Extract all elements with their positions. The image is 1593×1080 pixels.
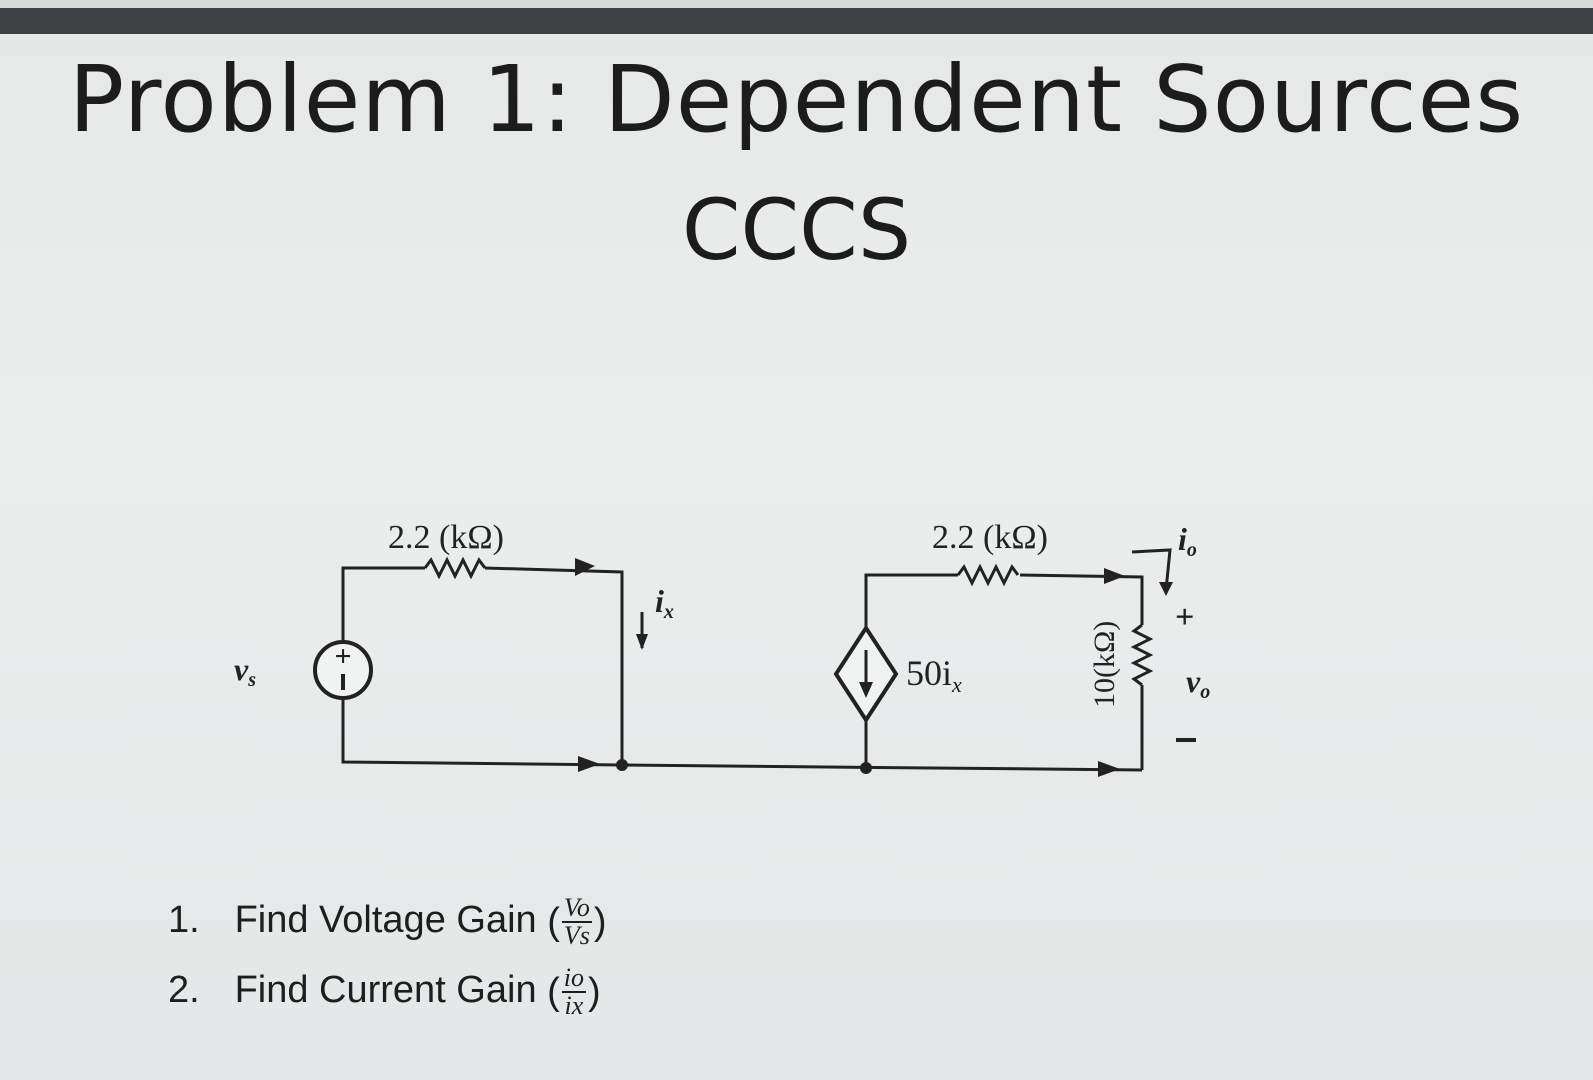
fraction-denominator: ix xyxy=(564,990,584,1020)
wire-top-right xyxy=(1019,573,1144,625)
vo-plus: + xyxy=(1175,599,1194,636)
left-loop-wire xyxy=(341,566,425,670)
vs-label: vs xyxy=(234,651,256,691)
wire-bottom xyxy=(621,763,1143,772)
slide-top-bar xyxy=(0,8,1593,34)
io-sub: o xyxy=(1187,539,1197,561)
vo-label: vo xyxy=(1186,663,1210,703)
top-edge xyxy=(0,0,1593,8)
fraction-denominator: Vs xyxy=(563,920,590,950)
slide-title: Problem 1: Dependent Sources xyxy=(68,46,1525,153)
vs-sub: s xyxy=(247,669,256,691)
wire-top-left xyxy=(484,566,624,765)
ix-arrowhead xyxy=(636,634,648,650)
question-text: Find Voltage Gain xyxy=(234,899,537,941)
node-left xyxy=(616,759,628,771)
question-text: Find Current Gain xyxy=(234,969,537,1011)
arrowhead-bottom-right xyxy=(1098,761,1120,777)
dep-arrowhead xyxy=(859,682,873,698)
io-arrowhead xyxy=(1159,582,1173,596)
vo-sub: o xyxy=(1200,681,1210,703)
slide-subtitle: CCCS xyxy=(681,181,912,279)
r2-label: 2.2 (kΩ) xyxy=(932,519,1048,556)
fraction-numerator: io xyxy=(561,962,587,993)
source-plus: + xyxy=(334,640,351,673)
node-mid xyxy=(860,762,872,774)
ix-label: ix xyxy=(655,583,674,623)
r1-label: 2.2 (kΩ) xyxy=(388,519,504,556)
voltage-source xyxy=(313,640,373,700)
arrowhead-top-right xyxy=(1104,568,1125,584)
ix-sub: x xyxy=(663,601,674,623)
dep-source-label: 50ix xyxy=(906,653,962,697)
arrowhead-top-left xyxy=(575,558,595,576)
resistor-r3 xyxy=(1130,623,1154,687)
io-arrow xyxy=(1131,548,1172,591)
resistor-r1 xyxy=(423,556,487,580)
fraction-numerator: Vo xyxy=(561,892,592,923)
wire-left-bottom xyxy=(341,698,623,767)
r3-label: 10(kΩ) xyxy=(1088,621,1121,708)
arrowhead-bottom-left xyxy=(578,756,600,772)
resistor-r2 xyxy=(956,563,1020,587)
question-number: 2. xyxy=(168,969,200,1011)
question-number: 1. xyxy=(168,899,200,941)
circuit-diagram: + 2.2 (kΩ) 2.2 (kΩ) 10(kΩ) vs ix 50ix io… xyxy=(234,519,1210,777)
io-label: io xyxy=(1178,521,1197,561)
dep-source-sub: x xyxy=(951,672,962,697)
